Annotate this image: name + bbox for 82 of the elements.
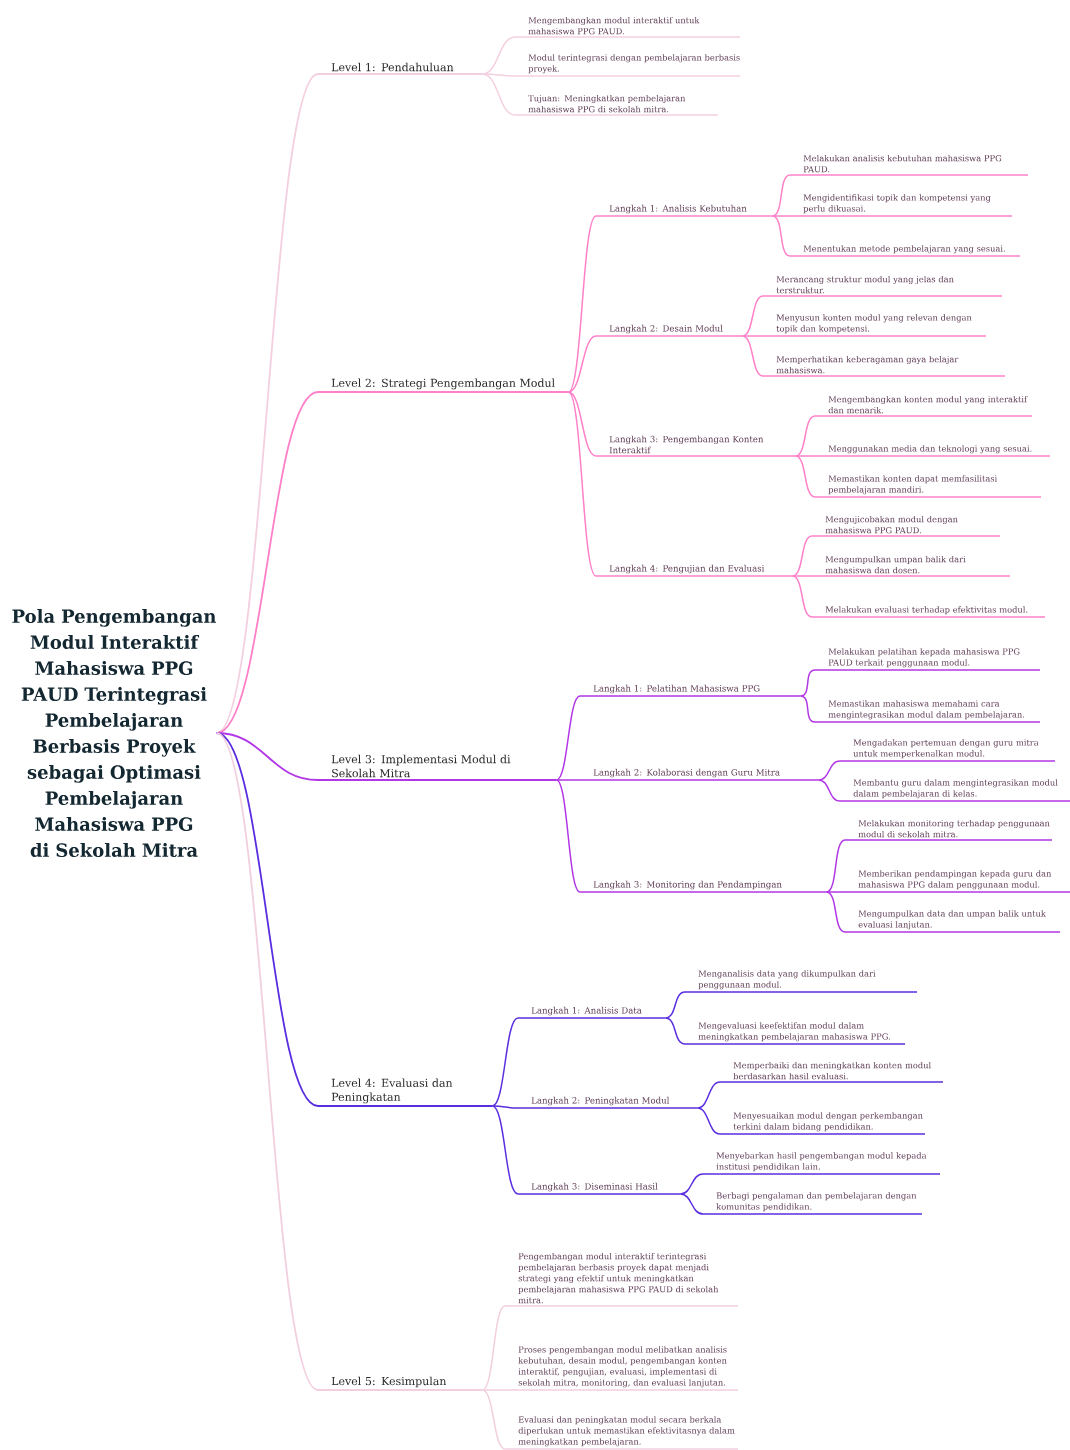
leaf-topic: Menganalisis data yang dikumpulkan dari penggunaan modul. — [684, 970, 918, 993]
subtopic: Langkah 1: Analisis Kebutuhan — [595, 204, 773, 217]
branch-line — [481, 73, 516, 77]
branch-line — [794, 455, 816, 457]
branch-line — [567, 391, 597, 457]
branch-line — [491, 1105, 519, 1109]
leaf-topic: Mengevaluasi keefektifan modul dalam meningkatkan pembelajaran mahasiswa PPG. — [684, 1022, 906, 1045]
branch-line — [215, 732, 319, 1391]
branch-line — [825, 891, 846, 893]
branch-line — [825, 891, 846, 933]
branch-topic: Level 1: Pendahuluan — [317, 62, 483, 75]
branch-line — [664, 991, 686, 1019]
subtopic: Langkah 1: Pelatihan Mahasiswa PPG — [579, 684, 801, 697]
leaf-topic: Menyebarkan hasil pengembangan modul kepada institusi pendidikan lain. — [702, 1152, 941, 1175]
branch-line — [491, 1105, 519, 1195]
leaf-topic: Memperbaiki dan meningkatkan konten modul berdasarkan hasil evaluasi. — [719, 1061, 944, 1083]
leaf-topic: Mengembangkan konten modul yang interaktif dan menarik. — [814, 395, 1033, 417]
branch-line — [696, 1107, 721, 1135]
leaf-topic: Modul terintegrasi dengan pembelajaran berbasis proyek. — [514, 54, 741, 77]
branch-line — [825, 839, 846, 893]
subtopic: Langkah 4: Pengujian dan Evaluasi — [595, 564, 793, 577]
leaf-topic: Tujuan: Meningkatkan pembelajaran mahasiswa PPG di sekolah mitra. — [514, 94, 719, 116]
branch-line — [817, 779, 841, 802]
leaf-topic: Pengembangan modul interaktif terintegrasi pembelajaran berbasis proyek dapat menjadi strategi yang efektif untuk meningkatkan pembelajaran mahasiswa PPG PAUD di sekolah mitra. — [504, 1252, 739, 1307]
branch-line — [794, 455, 816, 498]
leaf-topic: Menyusun konten modul yang relevan dengan topik dan kompetensi. — [762, 314, 987, 337]
leaf-topic: Memperhatikan keberagaman gaya belajar mahasiswa. — [762, 355, 1006, 377]
subtopic: Langkah 2: Peningkatan Modul — [517, 1096, 698, 1109]
branch-line — [567, 335, 597, 393]
subtopic: Langkah 3: Pengembangan Konten Interaktif — [595, 435, 796, 457]
branch-topic: Level 5: Kesimpulan — [317, 1376, 483, 1391]
subtopic: Langkah 2: Desain Modul — [595, 324, 743, 337]
branch-line — [555, 779, 581, 781]
leaf-topic: Melakukan evaluasi terhadap efektivitas modul. — [811, 606, 1046, 618]
subtopic: Langkah 3: Diseminasi Hasil — [517, 1182, 681, 1195]
branch-line — [791, 575, 813, 618]
branch-line — [741, 335, 764, 337]
branch-line — [771, 215, 791, 217]
leaf-topic: Membantu guru dalam mengintegrasikan modul dalam pembelajaran di kelas. — [839, 779, 1070, 802]
leaf-topic: Berbagi pengalaman dan pembelajaran dengan komunitas pendidikan. — [702, 1192, 923, 1215]
leaf-topic: Mengadakan pertemuan dengan guru mitra untuk memperkenalkan modul. — [839, 739, 1056, 762]
branch-line — [481, 1389, 506, 1391]
branch-line — [481, 73, 516, 116]
branch-line — [491, 1017, 519, 1107]
branch-line — [481, 1389, 506, 1450]
branch-line — [741, 335, 764, 377]
branch-line — [799, 695, 816, 723]
branch-topic: Level 2: Strategi Pengembangan Modul — [317, 378, 569, 393]
subtopic: Langkah 3: Monitoring dan Pendampingan — [579, 880, 827, 893]
leaf-topic: Merancang struktur modul yang jelas dan terstruktur. — [762, 275, 1003, 297]
branch-line — [791, 575, 813, 577]
branch-line — [555, 779, 581, 893]
leaf-topic: Mengembangkan modul interaktif untuk mahasiswa PPG PAUD. — [514, 16, 741, 38]
branch-line — [567, 391, 597, 577]
subtopic: Langkah 2: Kolaborasi dengan Guru Mitra — [579, 768, 819, 781]
branch-line — [567, 215, 597, 393]
leaf-topic: Memberikan pendampingan kepada guru dan mahasiswa PPG dalam penggunaan modul. — [844, 870, 1070, 893]
leaf-topic: Proses pengembangan modul melibatkan analisis kebutuhan, desain modul, pengembangan konten interaktif, pengujian, evaluasi, implementasi di sekolah mitra, monitoring, dan evaluasi lanjutan. — [504, 1346, 739, 1391]
leaf-topic: Menentukan metode pembelajaran yang sesuai. — [789, 245, 1021, 257]
leaf-topic: Menyesuaikan modul dengan perkembangan terkini dalam bidang pendidikan. — [719, 1112, 926, 1135]
branch-line — [696, 1081, 721, 1109]
leaf-topic: Melakukan monitoring terhadap penggunaan modul di sekolah mitra. — [844, 819, 1053, 841]
leaf-topic: Mengumpulkan umpan balik dari mahasiswa dan dosen. — [811, 555, 1011, 577]
leaf-topic: Memastikan konten dapat memfasilitasi pembelajaran mandiri. — [814, 475, 1042, 498]
leaf-topic: Memastikan mahasiswa memahami cara mengintegrasikan modul dalam pembelajaran. — [814, 700, 1041, 723]
branch-line — [799, 669, 816, 697]
branch-line — [555, 695, 581, 781]
leaf-topic: Mengidentifikasi topik dan kompetensi yang perlu dikuasai. — [789, 194, 1013, 217]
branch-line — [481, 1305, 506, 1391]
branch-line — [771, 215, 791, 257]
leaf-topic: Melakukan analisis kebutuhan mahasiswa PPG PAUD. — [789, 154, 1029, 176]
leaf-topic: Menggunakan media dan teknologi yang sesuai. — [814, 445, 1051, 457]
leaf-topic: Melakukan pelatihan kepada mahasiswa PPG PAUD terkait penggunaan modul. — [814, 648, 1041, 671]
branch-line — [664, 1017, 686, 1045]
leaf-topic: Mengumpulkan data dan umpan balik untuk evaluasi lanjutan. — [844, 910, 1061, 933]
central-topic: Pola Pengembangan Modul Interaktif Mahasiswa PPG PAUD Terintegrasi Pembelajaran Berbasis Proyek sebagai Optimasi Pembelajaran Mahasiswa PPG di Sekolah Mitra — [12, 609, 217, 857]
leaf-topic: Mengujicobakan modul dengan mahasiswa PPG PAUD. — [811, 515, 1001, 537]
branch-topic: Level 4: Evaluasi dan Peningkatan — [317, 1078, 493, 1107]
leaf-topic: Evaluasi dan peningkatan modul secara berkala diperlukan untuk memastikan efektivitasnya dalam meningkatkan pembelajaran. — [504, 1416, 739, 1450]
subtopic: Langkah 1: Analisis Data — [517, 1006, 666, 1019]
branch-line — [679, 1193, 704, 1215]
branch-topic: Level 3: Implementasi Modul di Sekolah Mitra — [317, 754, 557, 781]
